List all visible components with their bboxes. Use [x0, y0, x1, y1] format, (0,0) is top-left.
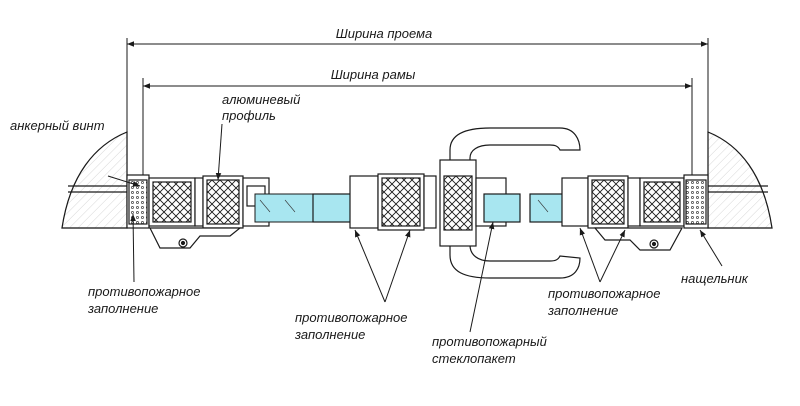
door-handle [439, 127, 581, 279]
leader-lines [107, 123, 723, 333]
fire-glass-label-2: стеклопакет [432, 351, 516, 366]
left-wall [61, 131, 128, 229]
fire-fill-center-label-1: противопожарное [295, 310, 408, 325]
fire-fill-right-label-2: заполнение [547, 303, 618, 318]
fire-fill-center-label-2: заполнение [294, 327, 365, 342]
fire-fill-left-label-2: заполнение [87, 301, 158, 316]
center-leaf-left [312, 173, 437, 231]
fire-glass-label-1: противопожарный [432, 334, 547, 349]
opening-width-label: Ширина проема [336, 26, 433, 41]
right-frame [561, 174, 709, 251]
frame-width-dimension [142, 78, 693, 175]
left-frame [126, 174, 270, 249]
left-glass [254, 193, 314, 223]
anchor-screw-label: анкерный винт [10, 118, 105, 133]
aluminum-profile-label-1: алюминевый [222, 92, 300, 107]
right-wall [707, 131, 773, 229]
fire-fill-left-label-1: противопожарное [88, 284, 201, 299]
opening-width-dimension [126, 38, 709, 175]
frame-width-label: Ширина рамы [331, 67, 416, 82]
fire-fill-right-label-1: противопожарное [548, 286, 661, 301]
strike-plate-label: нащельник [681, 271, 749, 286]
aluminum-profile-label-2: профиль [222, 108, 276, 123]
